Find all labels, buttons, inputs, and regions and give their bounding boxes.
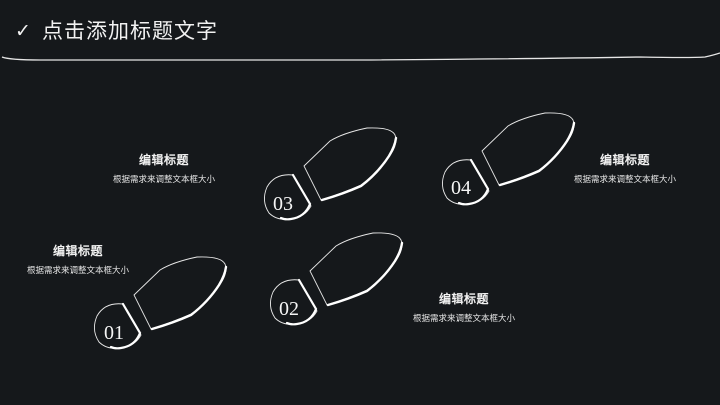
check-icon: ✓ — [15, 20, 31, 42]
title-underline — [1, 52, 720, 61]
step-number-03: 03 — [273, 193, 293, 215]
step-text-01[interactable]: 编辑标题 根据需求来调整文本框大小 — [18, 243, 138, 277]
step-description: 根据需求来调整文本框大小 — [412, 314, 515, 324]
slide-title[interactable]: 点击添加标题文字 — [42, 19, 218, 43]
slide-header: ✓ 点击添加标题文字 — [0, 14, 720, 61]
step-number-02: 02 — [279, 298, 299, 320]
step-description: 根据需求来调整文本框大小 — [26, 266, 129, 276]
step-title: 编辑标题 — [138, 153, 189, 167]
step-title: 编辑标题 — [52, 244, 103, 258]
step-title: 编辑标题 — [438, 292, 489, 306]
step-number-01: 01 — [104, 322, 124, 344]
step-description: 根据需求来调整文本框大小 — [573, 175, 676, 185]
step-text-03[interactable]: 编辑标题 根据需求来调整文本框大小 — [104, 152, 224, 186]
step-number-04: 04 — [451, 177, 471, 199]
step-description: 根据需求来调整文本框大小 — [112, 175, 215, 185]
step-title: 编辑标题 — [599, 153, 650, 167]
step-text-04[interactable]: 编辑标题 根据需求来调整文本框大小 — [565, 152, 685, 186]
step-text-02[interactable]: 编辑标题 根据需求来调整文本框大小 — [403, 291, 525, 325]
